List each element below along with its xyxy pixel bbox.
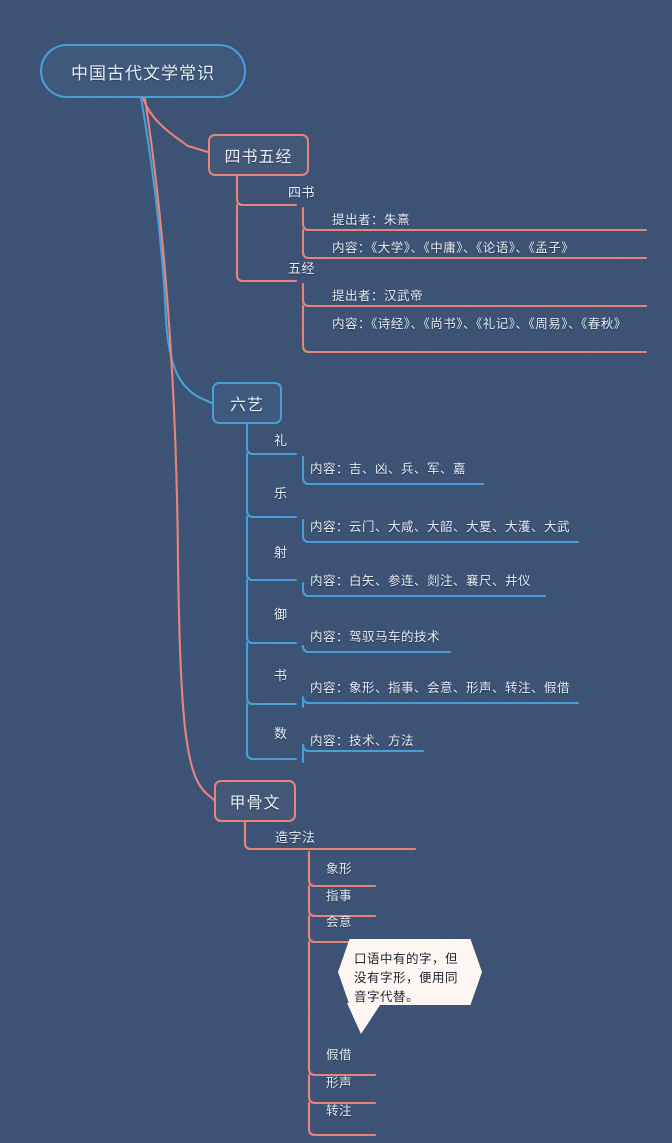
callout-text: 口语中有的字，但没有字形，便用同音字代替。	[354, 951, 459, 1004]
leaf-label-huiyi[interactable]: 会意	[326, 914, 353, 929]
subnode-label-li[interactable]: 礼	[274, 434, 288, 449]
leaf-label-sishu-content[interactable]: 内容：《大学》、《中庸》、《论语》、《孟子》	[332, 240, 575, 255]
leaf-label-jiajie[interactable]: 假借	[326, 1047, 353, 1062]
leaf-label-wujing-proposer[interactable]: 提出者：汉武帝	[332, 288, 424, 303]
callout-tail	[347, 1002, 382, 1034]
link-liuyi-spine-3	[245, 515, 298, 582]
link-liuyi-spine-4	[245, 578, 298, 645]
leaf-label-yue-content[interactable]: 内容：云门、大咸、大韶、大夏、大濩、大武	[310, 519, 571, 534]
leaf-label-zhishi[interactable]: 指事	[326, 888, 353, 903]
link-liuyi-spine-2	[245, 452, 298, 519]
branch-label: 六艺	[229, 395, 264, 414]
branch-node-sishuwujing[interactable]: 四书五经	[208, 134, 309, 176]
subnode-label-sishu[interactable]: 四书	[288, 186, 316, 201]
leaf-label-yu-content[interactable]: 内容：驾驭马车的技术	[310, 629, 441, 644]
link-root-jiaguwen	[143, 97, 216, 802]
subnode-label-yu[interactable]: 御	[274, 608, 288, 623]
link-liuyi-spine-5	[245, 641, 298, 706]
leaf-label-shuo-content[interactable]: 内容：技术、方法	[310, 733, 415, 748]
leaf-label-xingsheng[interactable]: 形声	[326, 1075, 353, 1090]
leaf-label-she-content[interactable]: 内容：白矢、参连、剡注、襄尺、井仪	[310, 573, 532, 588]
subnode-label-yue[interactable]: 乐	[274, 487, 288, 502]
leaf-label-xiangxing[interactable]: 象形	[326, 861, 353, 876]
link-shu-content	[301, 695, 580, 709]
subnode-label-wujing[interactable]: 五经	[288, 262, 316, 277]
link-root-liuyi	[139, 96, 214, 405]
subnode-label-shuo[interactable]: 数	[274, 727, 288, 742]
branch-node-jiaguwen[interactable]: 甲骨文	[214, 780, 296, 822]
leaf-label-wujing-content[interactable]: 内容：《诗经》、《尚书》、《礼记》、《周易》、《春秋》	[332, 316, 627, 331]
leaf-label-shu-content[interactable]: 内容：象形、指事、会意、形声、转注、假借	[310, 680, 571, 695]
root-node[interactable]: 中国古代文学常识	[40, 44, 246, 98]
link-liuyi-spine-6	[245, 702, 298, 761]
leaf-label-zhuanzhu[interactable]: 转注	[326, 1103, 353, 1118]
callout-bubble[interactable]: 口语中有的字，但没有字形，便用同音字代替。	[338, 939, 482, 1005]
root-node-label: 中国古代文学常识	[71, 63, 215, 84]
link-jiaguwen-spine	[243, 820, 417, 851]
link-root-sishu	[141, 96, 210, 154]
leaf-label-sishu-proposer[interactable]: 提出者：朱熹	[332, 212, 411, 227]
branch-label: 四书五经	[224, 147, 293, 166]
link-yu-content	[301, 644, 452, 654]
branch-label: 甲骨文	[229, 793, 281, 812]
branch-node-liuyi[interactable]: 六艺	[212, 382, 282, 424]
leaf-label-li-content[interactable]: 内容：吉、凶、兵、军、嘉	[310, 461, 467, 476]
link-liuyi-spine-1	[245, 422, 298, 456]
subnode-label-shu[interactable]: 书	[274, 669, 288, 684]
subnode-label-she[interactable]: 射	[274, 546, 288, 561]
subnode-label-zaozifa[interactable]: 造字法	[275, 831, 316, 846]
